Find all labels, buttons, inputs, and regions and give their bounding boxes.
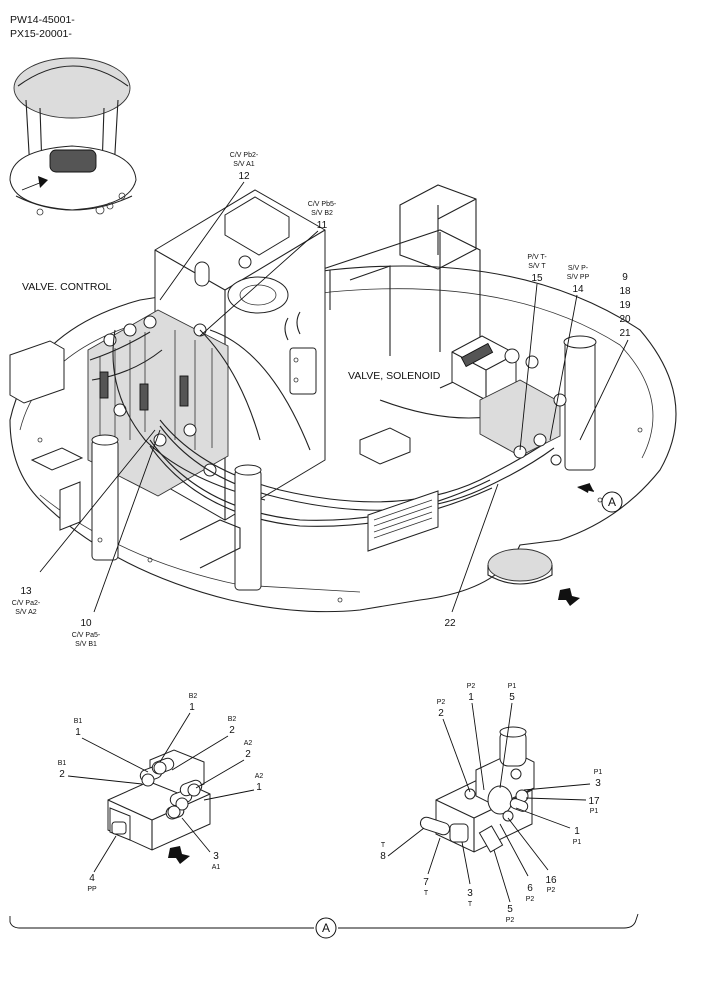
callout-10-number: 10 bbox=[80, 618, 92, 629]
vent-plate bbox=[367, 490, 439, 552]
serial-line-2: PX15-20001- bbox=[10, 28, 72, 40]
callout-20: 20 bbox=[619, 314, 631, 325]
callout-14: S/V P- S/V PP 14 bbox=[549, 265, 590, 441]
left-num-a2-b: 1 bbox=[256, 782, 262, 793]
callout-18: 18 bbox=[619, 286, 631, 297]
right-port-p1-d: P1 bbox=[573, 839, 582, 846]
left-port-a2-b: A2 bbox=[255, 773, 264, 780]
left-num-a2-a: 2 bbox=[245, 749, 251, 760]
right-port-t-b: T bbox=[424, 890, 429, 897]
machine-location-thumbnail bbox=[9, 57, 137, 216]
callout-15: P/V T- S/V T 15 bbox=[519, 254, 547, 451]
callout-10-sub1: C/V Pa5- bbox=[72, 632, 101, 639]
callout-9: 9 bbox=[622, 272, 628, 283]
left-port-b1-a: B1 bbox=[74, 718, 83, 725]
left-num-a1: 3 bbox=[213, 851, 219, 862]
view-marker-a-label: A bbox=[608, 495, 616, 509]
right-port-p2-e: P2 bbox=[506, 917, 515, 924]
right-port-p1-a: P1 bbox=[508, 683, 517, 690]
right-num-t-b: 7 bbox=[423, 877, 429, 888]
callout-group-9-21: 9 18 19 20 21 bbox=[579, 272, 631, 441]
right-num-p1-c: 17 bbox=[588, 796, 600, 807]
callout-12: C/V Pb2- S/V A1 12 bbox=[159, 152, 259, 301]
right-num-t-a: 8 bbox=[380, 851, 386, 862]
detail-left-assembly bbox=[107, 749, 211, 851]
right-num-t-c: 3 bbox=[467, 888, 473, 899]
callout-10-sub2: S/V B1 bbox=[75, 641, 97, 648]
callout-12-number: 12 bbox=[238, 171, 250, 182]
left-num-b1-b: 2 bbox=[59, 769, 65, 780]
callout-12-sub2: S/V A1 bbox=[233, 161, 255, 168]
callout-22: 22 bbox=[444, 483, 499, 629]
right-port-p2-d: P2 bbox=[526, 896, 535, 903]
left-port-b2-b: B2 bbox=[228, 716, 237, 723]
detail-right-assembly bbox=[419, 726, 535, 853]
right-port-p1-c: P1 bbox=[590, 808, 599, 815]
right-num-p1-a: 5 bbox=[509, 692, 515, 703]
left-port-a1: A1 bbox=[212, 864, 221, 871]
callout-11-number: 11 bbox=[317, 220, 328, 231]
callout-12-sub1: C/V Pb2- bbox=[230, 152, 259, 159]
right-port-p2-a: P2 bbox=[467, 683, 476, 690]
detail-right-callouts: P2 1 P1 5 P2 2 P1 3 17 P1 1 P1 T 8 16 P2… bbox=[380, 683, 602, 924]
callout-21: 21 bbox=[619, 328, 631, 339]
front-direction-arrow-main bbox=[558, 588, 580, 606]
callout-14-sub1: S/V P- bbox=[568, 265, 589, 272]
callout-13-sub1: C/V Pa2- bbox=[12, 600, 41, 607]
right-num-p1-d: 1 bbox=[574, 826, 580, 837]
left-port-a2-a: A2 bbox=[244, 740, 253, 747]
right-port-p1-b: P1 bbox=[594, 769, 603, 776]
right-num-p2-e: 5 bbox=[507, 904, 513, 915]
right-num-p2-d: 6 bbox=[527, 883, 533, 894]
front-direction-arrow-detail bbox=[168, 846, 190, 864]
callout-15-sub1: P/V T- bbox=[527, 254, 547, 261]
valve-control-label: VALVE. CONTROL bbox=[22, 281, 112, 293]
left-num-b2-a: 1 bbox=[189, 702, 195, 713]
callout-11: C/V Pb5- S/V B2 11 bbox=[199, 201, 337, 337]
right-port-p2-b: P2 bbox=[437, 699, 446, 706]
detail-left-callouts: B2 1 B1 1 B2 2 A2 2 B1 2 A2 1 3 A1 4 PP bbox=[58, 693, 264, 893]
left-port-b1-b: B1 bbox=[58, 760, 67, 767]
callout-11-sub2: S/V B2 bbox=[311, 210, 333, 217]
right-num-p1-b: 3 bbox=[595, 778, 601, 789]
right-num-p2-b: 2 bbox=[438, 708, 444, 719]
callout-15-number: 15 bbox=[531, 273, 543, 284]
left-num-b1-a: 1 bbox=[75, 727, 81, 738]
callout-13: 13 C/V Pa2- S/V A2 bbox=[12, 429, 156, 616]
callout-10: 10 C/V Pa5- S/V B1 bbox=[72, 429, 161, 648]
callout-15-sub2: S/V T bbox=[528, 263, 546, 270]
left-port-b2-a: B2 bbox=[189, 693, 198, 700]
right-num-p2-c: 16 bbox=[545, 875, 557, 886]
callout-14-sub2: S/V PP bbox=[567, 274, 590, 281]
solenoid-valve-block bbox=[451, 335, 567, 466]
callout-11-sub1: C/V Pb5- bbox=[308, 201, 337, 208]
left-num-b2-b: 2 bbox=[229, 725, 235, 736]
left-port-pp: PP bbox=[87, 886, 97, 893]
right-port-p2-c: P2 bbox=[547, 887, 556, 894]
right-port-t-a: T bbox=[381, 842, 386, 849]
callout-13-number: 13 bbox=[20, 586, 32, 597]
view-a-bracket: A bbox=[9, 913, 639, 939]
callout-14-number: 14 bbox=[572, 284, 584, 295]
serial-line-1: PW14-45001- bbox=[10, 14, 75, 26]
view-a-arrow bbox=[577, 483, 595, 493]
view-a-bracket-label: A bbox=[322, 921, 330, 935]
right-port-t-c: T bbox=[468, 901, 473, 908]
upper-frame-assembly bbox=[9, 184, 677, 613]
callout-13-sub2: S/V A2 bbox=[15, 609, 37, 616]
valve-solenoid-label: VALVE, SOLENOID bbox=[348, 370, 441, 382]
control-valve-block bbox=[87, 309, 229, 497]
left-num-pp: 4 bbox=[89, 873, 95, 884]
callout-19: 19 bbox=[619, 300, 631, 311]
right-num-p2-a: 1 bbox=[468, 692, 474, 703]
callout-22-number: 22 bbox=[444, 618, 456, 629]
view-marker-a: A bbox=[601, 491, 623, 513]
